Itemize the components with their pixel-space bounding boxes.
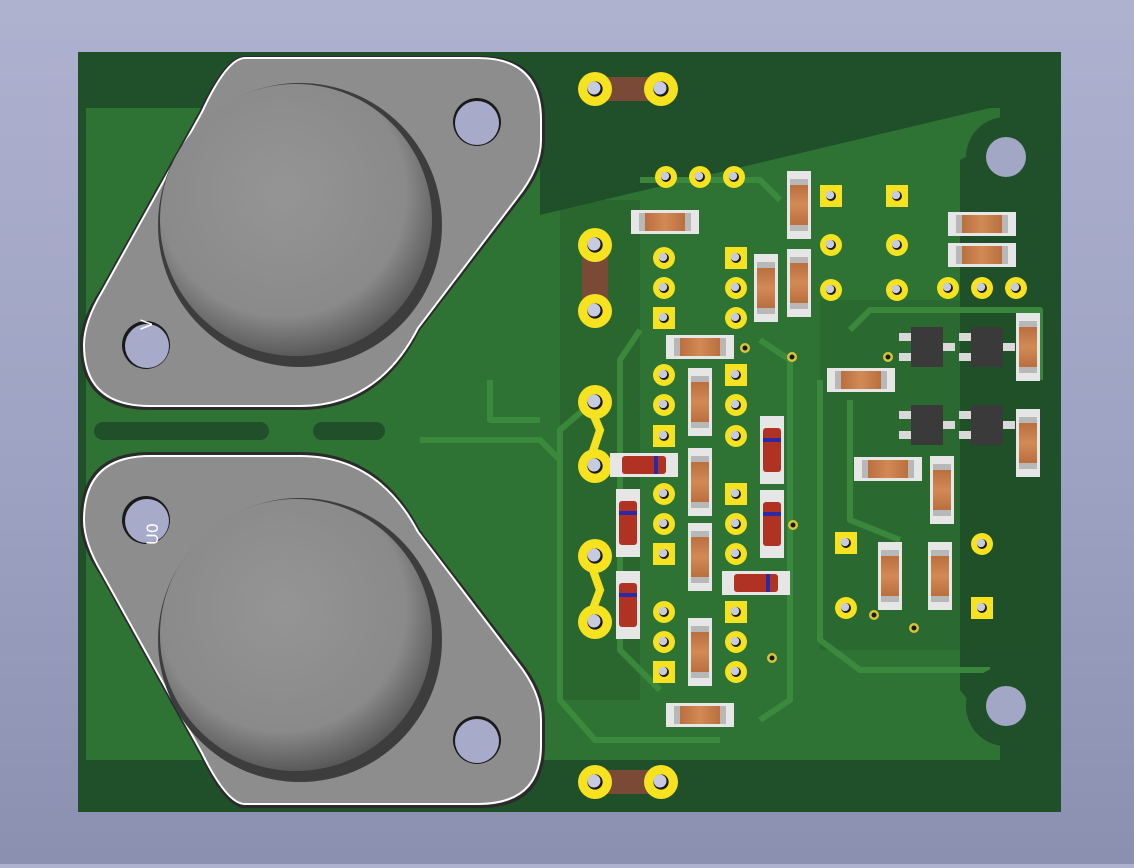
smd-resistor <box>948 212 1016 236</box>
small-pad <box>653 277 675 299</box>
sot23-transistor <box>899 327 955 367</box>
smd-diode <box>610 453 678 477</box>
via <box>883 352 893 362</box>
power-pad <box>644 72 678 106</box>
small-square-pad <box>971 597 993 619</box>
silkscreen-label-u0: U0 <box>143 523 162 545</box>
smd-diode <box>616 489 640 557</box>
smd-resistor <box>1016 313 1040 381</box>
via <box>767 653 777 663</box>
via <box>740 343 750 353</box>
sot23-transistors <box>899 327 1015 445</box>
small-pad <box>886 279 908 301</box>
small-pad <box>653 364 675 386</box>
smd-resistor <box>787 249 811 317</box>
smd-diode <box>616 571 640 639</box>
power-pad <box>578 605 612 639</box>
power-pad <box>578 72 612 106</box>
smd-resistor <box>688 448 712 516</box>
via <box>909 623 919 633</box>
small-pad <box>725 307 747 329</box>
sot23-transistor <box>899 405 955 445</box>
small-pad <box>725 543 747 565</box>
power-pad <box>578 449 612 483</box>
small-square-pad <box>653 307 675 329</box>
smd-resistor <box>688 618 712 686</box>
via <box>787 352 797 362</box>
small-square-pad <box>653 661 675 683</box>
to3-transistor-bottom: U0 <box>80 452 545 808</box>
smd-resistor <box>787 171 811 239</box>
smd-resistor <box>930 456 954 524</box>
smd-diode <box>722 571 790 595</box>
smd-diode <box>760 490 784 558</box>
smd-diode <box>760 416 784 484</box>
small-square-pad <box>886 185 908 207</box>
small-square-pad <box>725 483 747 505</box>
sot23-transistor <box>959 405 1015 445</box>
small-pad <box>725 631 747 653</box>
power-pad <box>578 294 612 328</box>
small-pad <box>653 247 675 269</box>
small-pad <box>971 277 993 299</box>
small-pad <box>1005 277 1027 299</box>
small-pad <box>725 513 747 535</box>
small-square-pad <box>653 425 675 447</box>
smd-resistor <box>948 243 1016 267</box>
small-pad <box>653 601 675 623</box>
small-pad <box>835 597 857 619</box>
power-pad <box>578 765 612 799</box>
small-pad <box>689 166 711 188</box>
mounting-holes <box>966 117 1046 746</box>
small-pad <box>653 483 675 505</box>
small-square-pad <box>653 543 675 565</box>
smd-resistor <box>666 335 734 359</box>
smd-resistor <box>878 542 902 610</box>
smd-resistors <box>631 171 1040 727</box>
small-pad <box>886 234 908 256</box>
smd-resistor <box>827 368 895 392</box>
small-pad <box>820 234 842 256</box>
silkscreen-label-v: V <box>137 319 156 330</box>
small-pad <box>725 661 747 683</box>
vias <box>740 343 919 663</box>
smd-resistor <box>854 457 922 481</box>
power-pad <box>578 385 612 419</box>
small-pad <box>723 166 745 188</box>
power-pad <box>578 228 612 262</box>
to3-transistor-top: V <box>80 56 545 410</box>
small-pad <box>725 394 747 416</box>
small-pad <box>653 631 675 653</box>
small-square-pad <box>725 601 747 623</box>
smd-resistor <box>1016 409 1040 477</box>
small-pad <box>653 394 675 416</box>
smd-resistor <box>688 523 712 591</box>
sot23-transistor <box>959 327 1015 367</box>
small-pad <box>725 425 747 447</box>
power-pad <box>578 539 612 573</box>
small-square-pad <box>820 185 842 207</box>
smd-resistor <box>631 210 699 234</box>
small-pad <box>655 166 677 188</box>
small-pad <box>820 279 842 301</box>
small-square-pad <box>725 364 747 386</box>
through-hole-pads <box>578 72 1027 799</box>
small-pad <box>937 277 959 299</box>
via <box>788 520 798 530</box>
small-pad <box>725 277 747 299</box>
smd-resistor <box>666 703 734 727</box>
smd-resistor <box>928 542 952 610</box>
small-pad <box>971 533 993 555</box>
small-pad <box>653 513 675 535</box>
power-pad <box>644 765 678 799</box>
smd-resistor <box>688 368 712 436</box>
small-square-pad <box>835 532 857 554</box>
smd-resistor <box>754 254 778 322</box>
smd-diodes <box>610 416 790 639</box>
small-square-pad <box>725 247 747 269</box>
via <box>869 610 879 620</box>
